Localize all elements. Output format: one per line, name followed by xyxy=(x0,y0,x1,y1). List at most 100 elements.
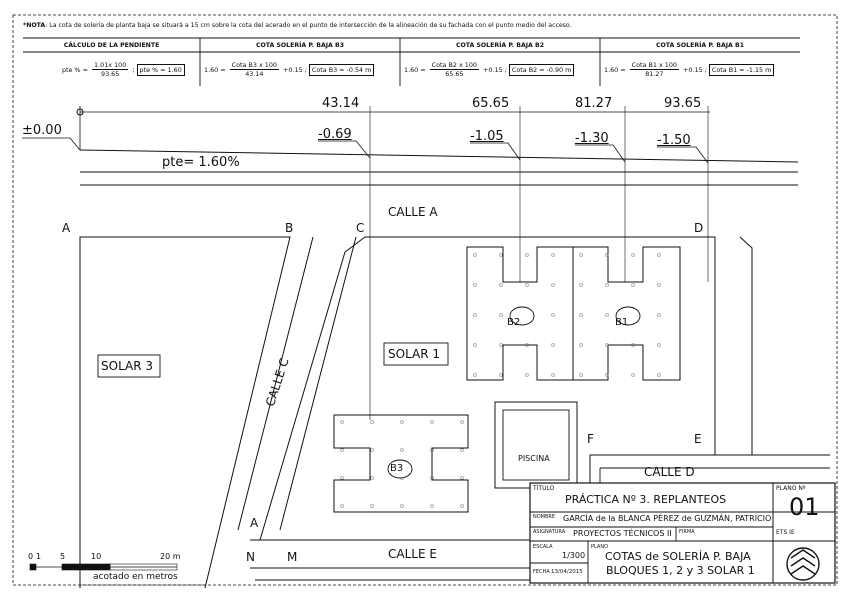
slab-level-note: *NOTA: La cota de solería de planta baja… xyxy=(23,22,572,29)
pillar-dot xyxy=(605,373,609,377)
pillar-dot xyxy=(551,343,555,347)
pillar-dot xyxy=(473,373,477,377)
calc-header-b1: COTA SOLERÍA P. BAJA B1 xyxy=(655,42,745,49)
b1-result-box: Cota B1 = -1.15 m xyxy=(708,63,775,76)
pillar-dot xyxy=(579,313,583,317)
distance-label-b1b: 93.65 xyxy=(664,96,702,111)
calc-header-slope: CÁLCULO DE LA PENDIENTE xyxy=(63,42,160,49)
pillar-dot xyxy=(525,283,529,287)
pillar-dot xyxy=(525,373,529,377)
point-label-d: D xyxy=(694,221,704,235)
calc-header-b2: COTA SOLERÍA P. BAJA B2 xyxy=(455,42,545,49)
pillar-dot xyxy=(400,420,404,424)
level-leader-4 xyxy=(657,146,709,164)
school-label: ETS IE xyxy=(776,529,795,536)
solar3-label: SOLAR 3 xyxy=(101,359,154,373)
pillar-dot xyxy=(657,283,661,287)
sheet-number-label: PLANO Nº xyxy=(776,485,806,492)
b3-result-box: Cota B3 = -0.54 m xyxy=(308,63,375,76)
pillar-dot xyxy=(430,448,434,452)
pillar-dot xyxy=(605,253,609,257)
b1-denominator: 81.27 xyxy=(645,70,664,79)
pillar-dot xyxy=(657,373,661,377)
point-label-n: N xyxy=(246,550,255,564)
solar3-label-box xyxy=(97,354,161,378)
pillar-dot xyxy=(525,253,529,257)
pillar-dot xyxy=(579,283,583,287)
scale-tick-5: 5 xyxy=(60,552,66,561)
scale-caption: acotado en metros xyxy=(93,572,178,582)
pillar-dot xyxy=(460,504,464,508)
b2-denominator: 65.65 xyxy=(445,70,464,79)
piscina-inner xyxy=(502,409,570,481)
block-label-b1: B1 xyxy=(615,317,629,328)
pillar-dot xyxy=(340,448,344,452)
pillar-dot xyxy=(340,504,344,508)
b2-formula-tail: +0.15 ; xyxy=(483,65,507,74)
sheet-border xyxy=(12,14,838,586)
title-value: PRÁCTICA Nº 3. REPLANTEOS xyxy=(565,493,727,506)
date-field-label: FECHA xyxy=(533,569,550,575)
signature-field-label: FIRMA xyxy=(679,529,695,535)
scale-tick-0: 0 xyxy=(28,552,34,561)
name-field-label: NOMBRE xyxy=(533,514,556,520)
street-label-calle-a: CALLE A xyxy=(388,205,438,219)
pillar-dot xyxy=(551,283,555,287)
pillar-dot xyxy=(657,343,661,347)
distance-label-b3: 43.14 xyxy=(322,96,360,111)
author-name: GARCÍA de la BLANCA PÉREZ de GUZMÁN, PAT… xyxy=(563,514,772,523)
road-profile-slope xyxy=(79,149,799,163)
pillar-dot xyxy=(605,313,609,317)
block-b2-marker xyxy=(509,306,535,326)
scale-tick-20: 20 m xyxy=(160,552,181,561)
calle-c-edge-1 xyxy=(237,236,314,531)
pillar-dot xyxy=(430,504,434,508)
calle-d-corner-outer xyxy=(739,236,753,455)
pillar-dot xyxy=(340,420,344,424)
ets-logo-icon xyxy=(786,547,820,581)
date-value: 13/04/2015 xyxy=(551,569,583,575)
piscina-outer xyxy=(494,401,578,489)
note-prefix: *NOTA xyxy=(23,22,46,29)
solar3-outline xyxy=(79,236,291,589)
pillar-dot xyxy=(340,476,344,480)
pillar-dot xyxy=(473,313,477,317)
point-label-a-lower: A xyxy=(250,516,259,530)
slope-formula-tail: ; xyxy=(132,65,135,74)
solar1-label-box xyxy=(383,342,449,366)
pillar-dot xyxy=(657,313,661,317)
pillar-dot xyxy=(499,283,503,287)
pillar-dot xyxy=(499,343,503,347)
b3-formula-lhs: 1.60 = xyxy=(204,65,226,74)
point-label-a: A xyxy=(62,221,71,235)
level-label-3: -1.30 xyxy=(575,131,609,146)
calle-c-edge-2 xyxy=(279,236,357,531)
pillar-dot xyxy=(400,504,404,508)
pillar-dot xyxy=(605,283,609,287)
drawing-title-line1: COTAS de SOLERÍA P. BAJA xyxy=(605,550,751,563)
level-label-2: -1.05 xyxy=(470,129,504,144)
pillar-dot xyxy=(605,343,609,347)
level-leader-1 xyxy=(318,140,371,159)
pillar-dot xyxy=(551,373,555,377)
point-label-e: E xyxy=(694,432,702,446)
scale-value: 1/300 xyxy=(562,551,586,560)
pillar-dot xyxy=(460,476,464,480)
pillar-dot xyxy=(631,343,635,347)
pillar-dot xyxy=(579,343,583,347)
point-label-b: B xyxy=(285,221,294,235)
block-label-b2: B2 xyxy=(507,317,521,328)
b3-numerator: Cota B3 x 100 xyxy=(229,61,279,71)
block-label-b3: B3 xyxy=(390,463,404,474)
slope-result-box: pte % = 1.60 xyxy=(136,63,185,76)
block-b3-marker xyxy=(387,459,413,479)
b2-result-box: Cota B2 = -0.90 m xyxy=(508,63,575,76)
drawing-title-line2: BLOQUES 1, 2 y 3 SOLAR 1 xyxy=(606,564,755,577)
b2-formula-lhs: 1.60 = xyxy=(404,65,426,74)
level-label-1: -0.69 xyxy=(318,127,352,142)
pillar-dot xyxy=(499,253,503,257)
note-text: : La cota de solería de planta baja se s… xyxy=(45,22,572,29)
